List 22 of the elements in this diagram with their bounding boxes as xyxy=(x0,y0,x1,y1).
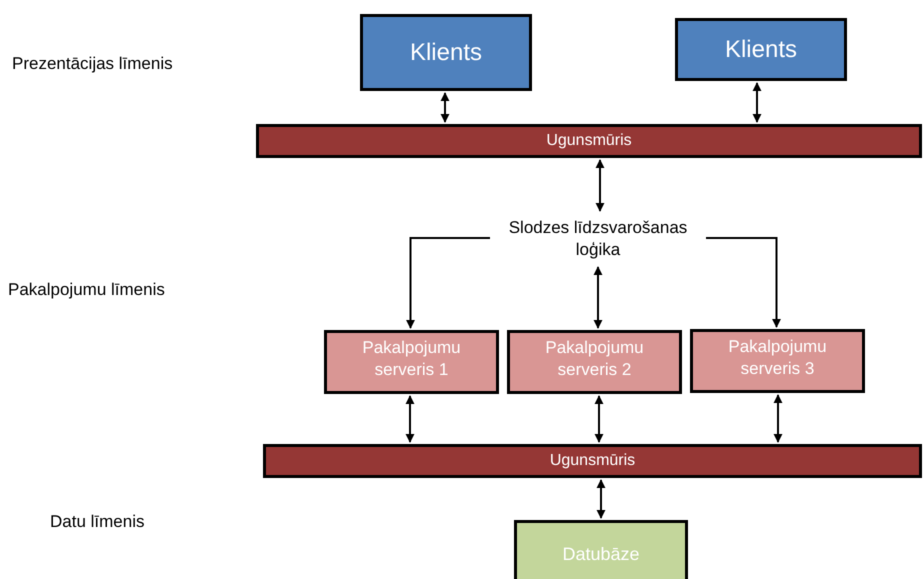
load-balancer-label: Slodzes līdzsvarošanas loģika xyxy=(490,213,706,265)
firewall-bar: Ugunsmūris xyxy=(256,124,922,158)
arrow xyxy=(440,92,450,123)
database-box: Datubāze xyxy=(514,520,688,579)
tier-label: Datu līmenis xyxy=(50,512,144,532)
tier-label: Prezentācijas līmenis xyxy=(12,54,173,74)
server-box: Pakalpojumu serveris 2 xyxy=(507,330,682,394)
firewall-bar: Ugunsmūris xyxy=(263,444,922,478)
arrow xyxy=(406,237,490,329)
server-box: Pakalpojumu serveris 3 xyxy=(690,329,865,393)
arrow xyxy=(774,394,782,443)
client-box: Klients xyxy=(675,18,847,81)
arrow xyxy=(596,159,604,212)
arrow xyxy=(706,237,781,328)
arrow xyxy=(594,266,602,329)
arrow xyxy=(594,395,604,443)
arrow xyxy=(596,479,606,519)
tier-label: Pakalpojumu līmenis xyxy=(8,280,165,300)
server-box: Pakalpojumu serveris 1 xyxy=(324,330,499,394)
arrow xyxy=(406,395,414,443)
client-box: Klients xyxy=(360,14,532,91)
arrow xyxy=(752,82,762,123)
